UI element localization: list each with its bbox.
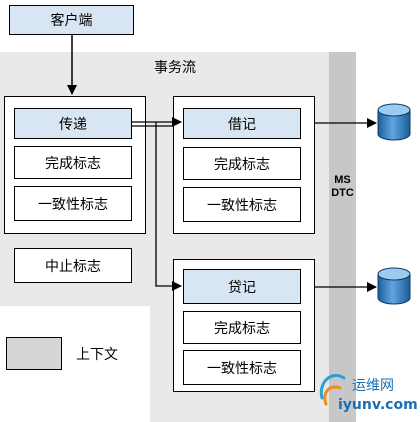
debit-complete-flag: 完成标志 xyxy=(183,147,301,180)
watermark-url: iyunv.com xyxy=(338,397,418,413)
pass-to-credit-arrow xyxy=(155,122,182,291)
ms-dtc-bar xyxy=(329,52,356,422)
client-box: 客户端 xyxy=(9,5,134,35)
legend-label: 上下文 xyxy=(76,347,118,363)
watermark-logo-icon xyxy=(319,374,346,406)
credit-consistent-flag: 一致性标志 xyxy=(183,350,301,385)
database-icon xyxy=(377,103,411,141)
abort-flag: 中止标志 xyxy=(14,248,132,283)
msdtc-label: MS DTC xyxy=(329,174,356,200)
credit-complete-flag: 完成标志 xyxy=(183,311,301,344)
msdtc-label-line2: DTC xyxy=(331,187,354,199)
pass-consistent-flag: 一致性标志 xyxy=(14,186,132,221)
pass-complete-flag: 完成标志 xyxy=(14,146,132,179)
debit-consistent-flag: 一致性标志 xyxy=(183,187,301,222)
database-icon xyxy=(377,267,411,305)
msdtc-label-line1: MS xyxy=(334,174,351,186)
legend-swatch xyxy=(6,337,62,370)
pass-title: 传递 xyxy=(14,108,132,139)
debit-title: 借记 xyxy=(183,108,301,139)
flow-label: 事务流 xyxy=(154,60,196,76)
watermark-name: 运维网 xyxy=(352,378,394,394)
credit-title: 贷记 xyxy=(183,269,301,304)
